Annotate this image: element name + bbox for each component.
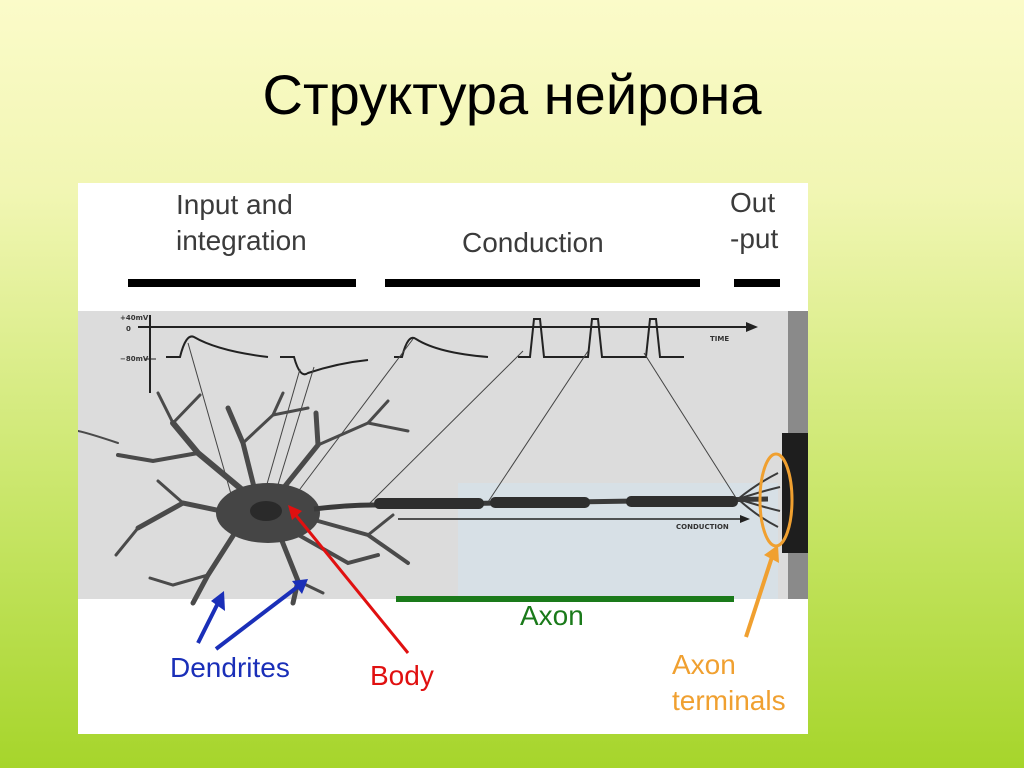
conduction-arrow-label: CONDUCTION (676, 523, 729, 531)
slide-title: Структура нейрона (262, 63, 762, 126)
neuron-diagram (78, 279, 808, 654)
body-arrowhead (288, 505, 302, 520)
conduction-arrowhead (740, 515, 750, 523)
myelin-segments (374, 496, 738, 509)
input-section-bar (128, 279, 356, 287)
output-label: Out -put (730, 187, 779, 254)
nucleus (250, 501, 282, 521)
dendrite-arrows (196, 579, 308, 651)
dendrites-label: Dendrites (170, 652, 290, 683)
body-arrow (292, 512, 410, 654)
axon-shaft (313, 496, 769, 512)
terminals-arrow (744, 556, 774, 638)
time-arrow (746, 322, 758, 332)
conduction-label: Conduction (462, 227, 604, 258)
y-label-minus80: −80mV (120, 355, 149, 363)
action-potential-trace (518, 318, 684, 358)
time-label: TIME (710, 335, 730, 343)
ipsp-trace (280, 356, 369, 376)
epsp-trace (166, 335, 269, 358)
y-label-plus40: +40mV (120, 314, 149, 322)
y-label-zero: 0 (126, 325, 131, 333)
input-integration-label: Input and integration (176, 189, 307, 256)
neuron-figure: Input and integration Conduction Out -pu… (78, 183, 808, 734)
output-section-bar (734, 279, 780, 287)
integration-trace (394, 336, 489, 358)
axon-bracket (396, 596, 734, 602)
terminals-ellipse (758, 452, 794, 548)
axon-label: Axon (520, 600, 584, 631)
conduction-section-bar (385, 279, 700, 287)
terminals-arrowhead (764, 545, 779, 563)
body-label: Body (370, 660, 434, 691)
axon-terminals-label: Axon terminals (672, 649, 786, 716)
